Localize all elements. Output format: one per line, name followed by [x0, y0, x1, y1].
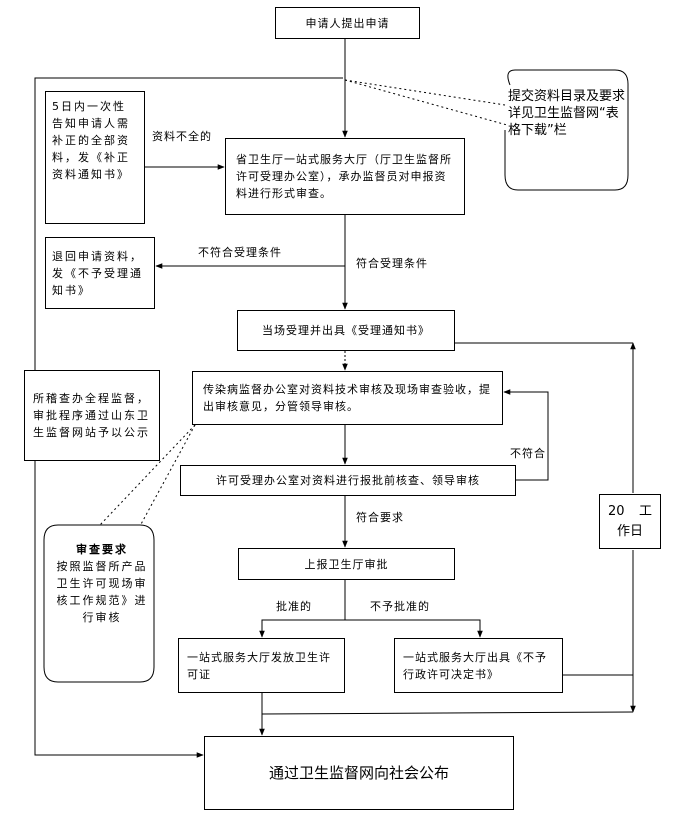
node-audit-supervision: 所稽查办全程监督，审批程序通过山东卫生监督网站予以公示: [24, 370, 160, 461]
node-incomplete-notice: 5日内一次性告知申请人需补正的全部资料，发《补正资料通知书》: [45, 91, 145, 224]
callout-review-pointer-b: [139, 424, 196, 527]
callout-materials-pointer-a: [344, 79, 506, 106]
label-not-meet-conditions: 不符合受理条件: [198, 246, 282, 260]
deadline-unit-rest: 作日: [616, 523, 643, 539]
node-hall-formal-review: 省卫生厅一站式服务大厅（厅卫生监督所许可受理办公室），承办监督员对申报资料进行形…: [225, 138, 465, 215]
node-report-approval: 上报卫生厅审批: [238, 548, 455, 580]
label-not-conform: 不符合: [510, 447, 546, 461]
label-incomplete-materials: 资料不全的: [152, 130, 212, 144]
deadline-unit: 工: [638, 503, 652, 519]
label-not-approved: 不予批准的: [370, 600, 430, 614]
deadline-bottom: [261, 711, 634, 715]
node-issue-permit: 一站式服务大厅发放卫生许可证: [178, 638, 345, 693]
node-accept-notice: 当场受理并出具《受理通知书》: [237, 310, 455, 351]
node-technical-review: 传染病监督办公室对资料技术审核及现场审查验收，提出审核意见，分管领导审核。: [192, 371, 503, 425]
callout-review-body: 按照监督所产品卫生许可现场审核工作规范》进行审核: [56, 560, 148, 624]
callout-materials-shape: [504, 69, 629, 191]
node-deadline-20-days: 20 工 作日: [599, 494, 661, 549]
arrow-not-conform-loop: [503, 389, 549, 481]
callout-review-requirements: 审查要求 按照监督所产品卫生许可现场审核工作规范》进行审核: [52, 541, 152, 626]
label-approved: 批准的: [276, 600, 312, 614]
label-meets-requirements: 符合要求: [356, 511, 404, 525]
node-permit-office-review: 许可受理办公室对资料进行报批前核查、领导审核: [180, 465, 516, 496]
deadline-number: 20: [608, 503, 625, 519]
callout-materials-list: 提交资料目录及要求详见卫生监督网“表格下载”栏: [508, 89, 626, 138]
split-bar: [261, 619, 481, 637]
callout-review-title: 审查要求: [76, 543, 128, 556]
node-submit-application: 申请人提出申请: [275, 7, 420, 39]
callout-review-shape: [43, 524, 155, 683]
label-meet-conditions: 符合受理条件: [356, 257, 428, 271]
callout-materials-pointer-b: [344, 79, 508, 126]
node-deny-decision: 一站式服务大厅出具《不予行政许可决定书》: [394, 638, 563, 693]
node-reject-notice: 退回申请资料，发《不予受理通知书》: [45, 237, 155, 309]
node-public-announcement: 通过卫生监督网向社会公布: [204, 736, 514, 810]
